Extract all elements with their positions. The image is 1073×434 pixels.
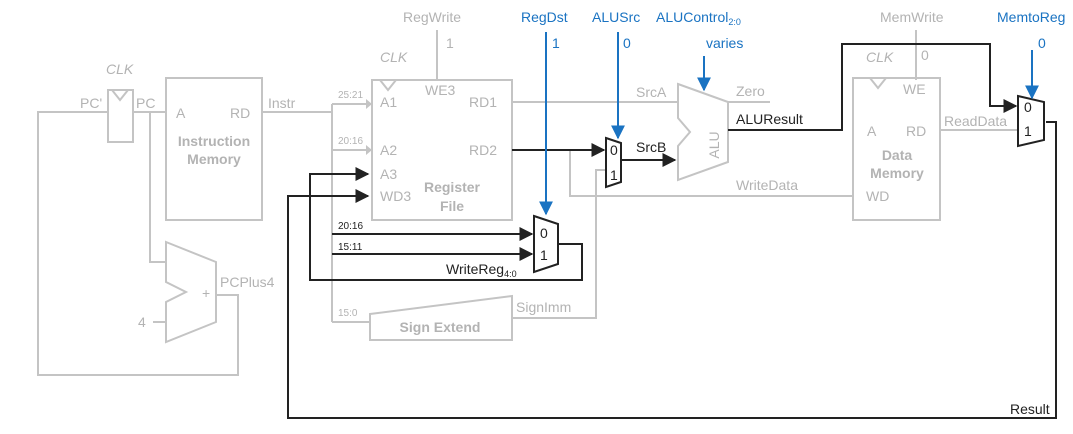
pc-adder <box>165 240 217 344</box>
zero-label: Zero <box>736 83 765 99</box>
regdst-mux-in0: 0 <box>540 225 548 241</box>
memwrite-label: MemWrite <box>880 9 944 25</box>
memwrite-value: 0 <box>921 47 929 63</box>
regdst-label: RegDst <box>521 9 568 25</box>
rf-rd2-label: RD2 <box>469 142 497 158</box>
aluctrl-text: ALUControl <box>656 9 728 25</box>
imem-title-1: Instruction <box>178 133 250 149</box>
aluctrl-subscript: 2:0 <box>728 17 741 27</box>
pc-register <box>107 89 134 143</box>
aluctrl-value: varies <box>706 35 743 51</box>
rf-wd3-label: WD3 <box>380 188 411 204</box>
field-20-16-b: 20:16 <box>338 221 363 232</box>
aluctrl-label: ALUControl2:0 <box>656 9 741 27</box>
dm-a-label: A <box>867 123 877 139</box>
dm-clock-triangle <box>869 77 887 90</box>
signimm-label: SignImm <box>516 299 571 315</box>
inactive-arrow-tips <box>366 99 372 155</box>
active-muxes <box>533 94 1045 274</box>
memtoreg-mux-in1: 1 <box>1024 123 1032 139</box>
pcplus4-label: PCPlus4 <box>220 274 275 290</box>
alusrc-value: 0 <box>623 35 631 51</box>
dm-rd-label: RD <box>906 123 926 139</box>
dm-we-label: WE <box>903 81 926 97</box>
data-memory <box>852 77 941 221</box>
imem-title-2: Memory <box>187 151 241 167</box>
dm-clk-label: CLK <box>866 49 894 65</box>
imem-rd-label: RD <box>230 105 250 121</box>
writedata-label: WriteData <box>736 177 798 193</box>
writereg-subscript: 4:0 <box>504 269 517 279</box>
pc-clk-label: CLK <box>106 61 134 77</box>
sign-extend-block <box>369 294 513 341</box>
active-labels: 20:16 15:11 0 1 WriteReg4:0 0 1 SrcB ALU… <box>338 99 1050 417</box>
control-labels: RegDst 1 ALUSrc 0 ALUControl2:0 varies M… <box>521 9 1065 51</box>
memtoreg-mux <box>1017 94 1045 148</box>
readdata-label: ReadData <box>944 113 1007 129</box>
regdst-value: 1 <box>552 35 560 51</box>
pc-clock-triangle <box>111 89 129 102</box>
alusrc-mux-in0: 0 <box>610 142 618 158</box>
rf-title-1: Register <box>424 179 481 195</box>
instruction-memory <box>165 77 263 221</box>
active-wires <box>287 43 1057 419</box>
wire-result-loop <box>287 121 1057 419</box>
alu-block <box>677 82 729 182</box>
rf-we3-label: WE3 <box>425 82 456 98</box>
instr-label: Instr <box>268 95 296 111</box>
writereg-text: WriteReg <box>446 261 504 277</box>
alusrc-label: ALUSrc <box>592 9 640 25</box>
memtoreg-value: 0 <box>1038 35 1046 51</box>
control-wires <box>539 32 1039 216</box>
dm-title-1: Data <box>882 147 913 163</box>
wire-writedata <box>569 150 853 197</box>
alu-label: ALU <box>706 131 722 158</box>
inactive-labels: CLK PC' PC A RD Instruction Memory Instr… <box>80 9 1007 335</box>
alusrc-mux <box>605 136 622 189</box>
aluresult-label: ALUResult <box>736 111 803 127</box>
rf-clk-label: CLK <box>380 49 408 65</box>
regwrite-label: RegWrite <box>403 9 461 25</box>
field-15-0: 15:0 <box>338 308 358 319</box>
result-label: Result <box>1010 401 1050 417</box>
wire-aluresult <box>728 43 1018 131</box>
memtoreg-mux-in0: 0 <box>1024 99 1032 115</box>
adder-plus: + <box>202 285 210 301</box>
dm-wd-label: WD <box>866 188 889 204</box>
alusrc-mux-in1: 1 <box>610 167 618 183</box>
regdst-mux-in1: 1 <box>540 247 548 263</box>
imem-a-label: A <box>176 105 186 121</box>
rf-clock-triangle <box>379 79 397 92</box>
rf-rd1-label: RD1 <box>469 94 497 110</box>
srcb-label: SrcB <box>636 139 666 155</box>
wire-writereg-loop <box>309 167 583 281</box>
field-20-16: 20:16 <box>338 136 363 147</box>
memtoreg-label: MemtoReg <box>997 9 1065 25</box>
pc-prime-label: PC' <box>80 95 102 111</box>
regwrite-value: 1 <box>446 35 454 51</box>
inactive-blocks <box>107 77 941 344</box>
regdst-mux <box>533 214 559 274</box>
wire-signimm <box>512 169 606 319</box>
sign-extend-label: Sign Extend <box>400 319 481 335</box>
srca-label: SrcA <box>636 84 667 100</box>
dm-title-2: Memory <box>870 165 924 181</box>
field-15-11: 15:11 <box>338 242 363 253</box>
wire-pcnext-loop <box>37 111 239 376</box>
wire-pc-to-adder <box>149 112 166 263</box>
rf-title-2: File <box>440 198 464 214</box>
rf-a3-label: A3 <box>380 166 397 182</box>
writereg-label: WriteReg4:0 <box>446 261 517 279</box>
field-25-21: 25:21 <box>338 90 363 101</box>
four-label: 4 <box>138 314 146 330</box>
rf-a1-label: A1 <box>380 94 397 110</box>
rf-a2-label: A2 <box>380 142 397 158</box>
inactive-wires <box>37 30 1018 376</box>
pc-label: PC <box>136 95 155 111</box>
